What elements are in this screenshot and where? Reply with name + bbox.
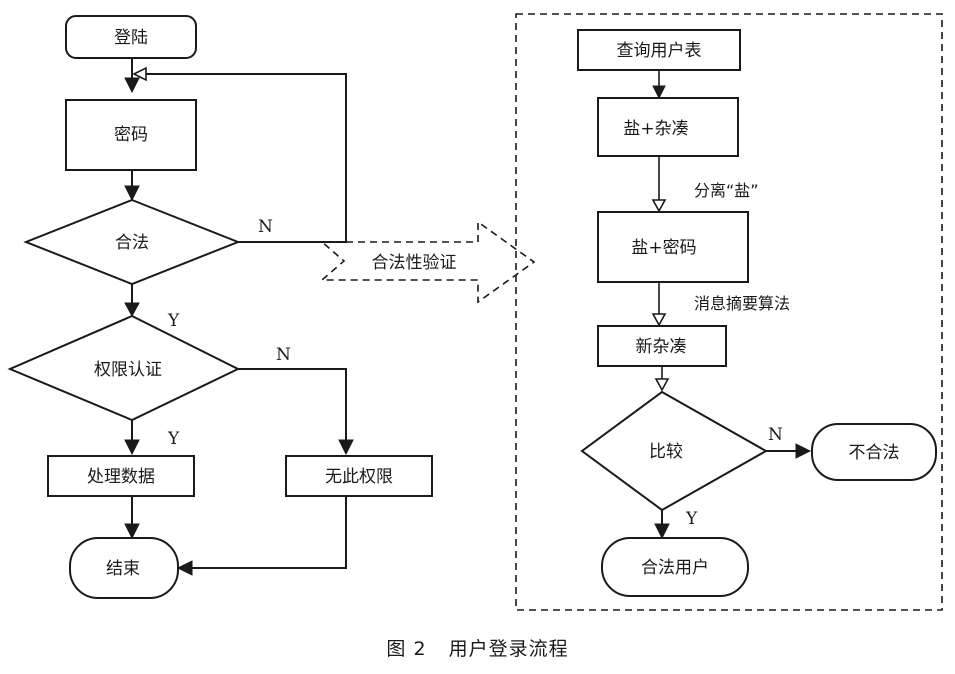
arrow-query-salthash	[652, 85, 666, 100]
login-node-label: 登陆	[114, 28, 148, 48]
illegal-label: 不合法	[849, 443, 900, 463]
salt-hash-node	[597, 97, 739, 157]
arrow-saltpassword-newhash	[651, 313, 667, 327]
digest-algorithm-label: 消息摘要算法	[694, 294, 790, 313]
label-y-legal: Y	[167, 311, 180, 331]
arrow-login-password	[124, 77, 140, 94]
edge-legal-no-loop	[146, 73, 347, 243]
legality-check-panel	[515, 13, 943, 611]
label-n-compare: N	[768, 425, 783, 445]
salt-password-label: 盐+密码	[631, 238, 696, 258]
permission-decision-label: 权限认证	[94, 360, 162, 380]
arrow-password-legal	[124, 185, 140, 202]
no-permission-node	[285, 455, 433, 497]
label-y-compare: Y	[685, 509, 698, 529]
figure-title: 用户登录流程	[448, 638, 569, 660]
end-node	[69, 537, 179, 599]
figure-caption: 图 2 用户登录流程	[0, 634, 955, 661]
arrow-newhash-compare	[654, 378, 670, 392]
new-hash-node	[597, 325, 727, 367]
arrow-permission-no	[338, 439, 354, 456]
process-data-node	[47, 455, 195, 497]
arrow-compare-illegal	[795, 443, 812, 459]
password-node	[65, 99, 197, 171]
arrow-permission-yes	[124, 439, 140, 456]
label-n-permission: N	[276, 345, 291, 365]
query-user-table-node	[577, 29, 741, 71]
figure-number: 图 2	[386, 638, 427, 660]
label-n-legal: N	[258, 217, 273, 237]
arrow-legal-no-loop	[132, 66, 147, 82]
query-user-table-label: 查询用户表	[617, 41, 702, 61]
password-node-label: 密码	[114, 125, 148, 145]
arrow-process-end	[124, 523, 140, 540]
separate-salt-label: 分离“盐”	[694, 181, 759, 200]
legal-user-label: 合法用户	[641, 558, 709, 578]
process-data-label: 处理数据	[87, 467, 155, 487]
legal-decision-label: 合法	[115, 233, 149, 253]
label-y-permission: Y	[167, 429, 180, 449]
legality-check-callout	[319, 220, 536, 304]
compare-decision-label: 比较	[649, 442, 683, 462]
arrow-compare-legal	[654, 523, 670, 540]
edge-no-permission-end	[192, 496, 347, 569]
arrow-salthash-saltpassword	[651, 199, 667, 213]
salt-password-node	[597, 211, 749, 283]
new-hash-label: 新杂凑	[636, 337, 687, 357]
end-node-label: 结束	[106, 559, 140, 579]
legal-user-node	[601, 537, 749, 597]
no-permission-label: 无此权限	[325, 467, 393, 487]
arrow-legal-permission	[124, 302, 140, 318]
arrow-no-permission-end	[176, 560, 193, 576]
edge-permission-no	[238, 368, 347, 440]
illegal-node	[811, 423, 937, 481]
salt-hash-label: 盐+杂凑	[623, 119, 688, 139]
legality-check-callout-label: 合法性验证	[372, 253, 457, 273]
